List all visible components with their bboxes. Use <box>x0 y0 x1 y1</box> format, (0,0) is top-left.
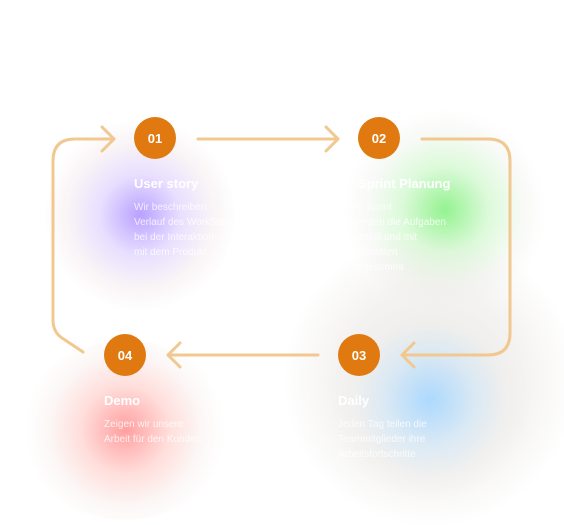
step-01-line: bei der Interaktion <box>134 232 215 243</box>
step-02-line: werden die Aufgaben <box>352 217 446 228</box>
step-03-line: Jeden Tag teilen die <box>338 419 427 430</box>
step-04-line: Zeigen wir unsere <box>104 419 184 430</box>
step-02-line: Prioritäten <box>352 247 398 258</box>
step-02-line: Im Sprint <box>352 202 393 213</box>
step-04-number-badge: 04 <box>104 334 146 376</box>
step-01-line: Wir beschreiben <box>134 202 207 213</box>
step-03-description: Jeden Tag teilen die Teammitglieder ihre… <box>338 417 427 462</box>
step-04-description: Zeigen wir unsere Arbeit für den Kunden <box>104 417 201 447</box>
arrow-04-to-01 <box>51 125 116 354</box>
step-02-line: verteilt und mit <box>352 232 418 243</box>
step-03-number-badge: 03 <box>338 334 380 376</box>
step-02-title: Sprint Planung <box>358 176 451 191</box>
step-04-title: Demo <box>104 393 141 408</box>
step-01-description: Wir beschreiben Verlauf des Workflows be… <box>134 200 233 260</box>
arrow-02-to-03 <box>400 137 512 369</box>
step-01-title: User story <box>134 176 199 191</box>
arrow-01-to-02 <box>196 125 340 153</box>
step-01-line: Verlauf des Workflows <box>134 217 233 228</box>
step-02-line: abgestimmt <box>352 262 404 273</box>
step-01-number-badge: 01 <box>134 117 176 159</box>
step-02-number-badge: 02 <box>358 117 400 159</box>
step-02-description: Im Sprint werden die Aufgaben verteilt u… <box>352 200 446 275</box>
step-03-title: Daily <box>338 393 370 408</box>
step-04-line: Arbeit für den Kunden <box>104 434 202 445</box>
step-01-line: mit dem Produkt <box>134 247 207 258</box>
step-03-line: Teammitglieder ihre <box>338 434 426 445</box>
step-03-line: Arbeitsfortschritte <box>338 449 416 460</box>
arrow-03-to-04 <box>166 341 320 369</box>
